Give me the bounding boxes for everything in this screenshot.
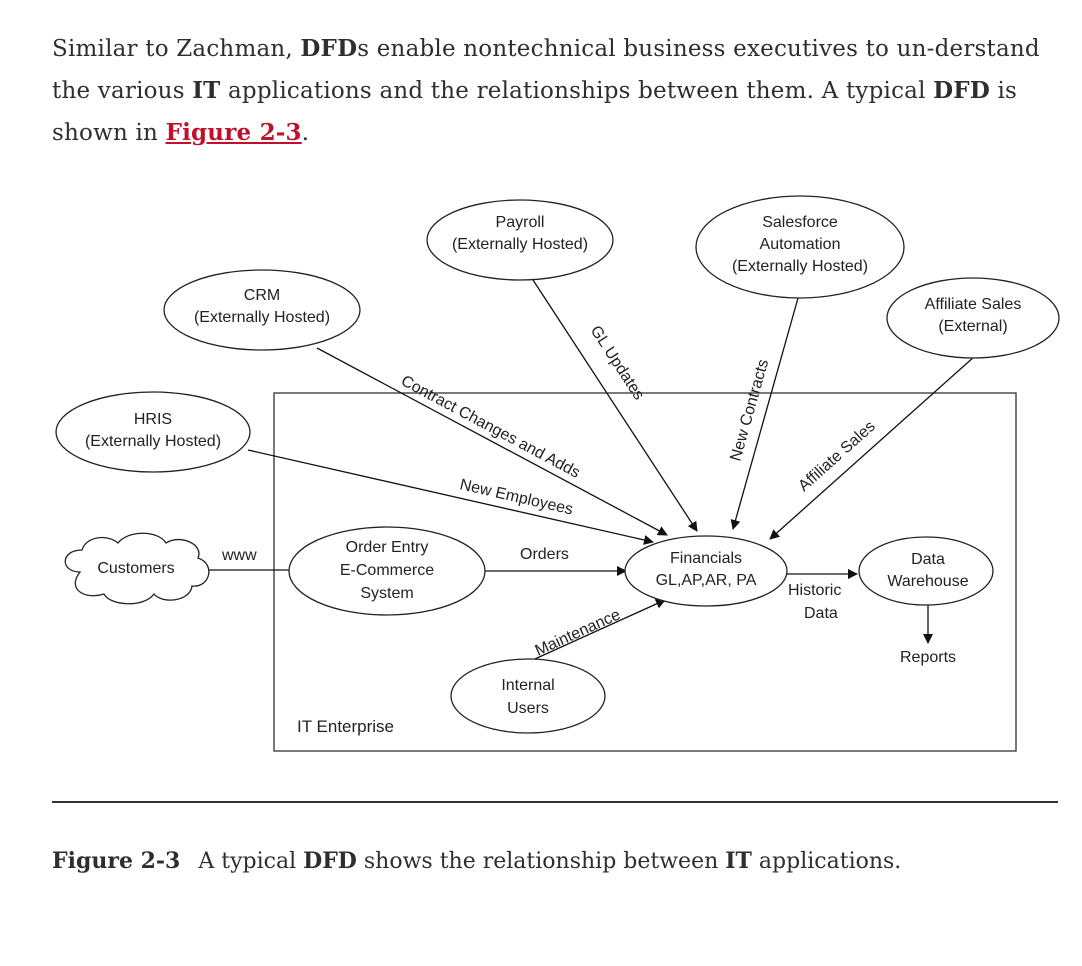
salesforce-label-3: (Externally Hosted) — [732, 258, 868, 275]
it-enterprise-boundary — [273, 392, 1017, 752]
historic-label-2: Data — [804, 605, 838, 622]
node-affiliate-sales — [886, 277, 1060, 359]
node-payroll — [426, 199, 614, 281]
salesforce-label-2: Automation — [760, 236, 841, 253]
caption-text: applications. — [751, 849, 902, 874]
gl-updates-label: GL Updates — [587, 323, 648, 403]
affiliate-label-2: (External) — [938, 318, 1007, 335]
historic-label-1: Historic — [788, 582, 841, 599]
order-entry-label-3: System — [360, 585, 413, 602]
node-customers-cloud — [64, 532, 210, 605]
reports-label: Reports — [900, 649, 956, 666]
caption-bold-it: IT — [725, 848, 752, 874]
caption-divider — [52, 801, 1058, 803]
paragraph-text: is shown in — [52, 78, 1018, 146]
hris-label-2: (Externally Hosted) — [85, 433, 221, 450]
paragraph-text: . — [301, 120, 310, 146]
figure-link[interactable]: Figure 2-3 — [165, 119, 302, 146]
affiliate-sales-label: Affiliate Sales — [795, 418, 878, 495]
maintenance-label: Maintenance — [533, 606, 624, 659]
orders-label: Orders — [520, 546, 569, 563]
payroll-label-2: (Externally Hosted) — [452, 236, 588, 253]
data-warehouse-label-2: Warehouse — [887, 573, 968, 590]
hris-label-1: HRIS — [134, 411, 172, 428]
flow-new-employees — [247, 449, 654, 545]
flow-contract-changes — [316, 347, 668, 536]
internal-users-label-1: Internal — [501, 677, 554, 694]
internal-users-label-2: Users — [507, 700, 549, 717]
paragraph-bold-dfd: DFD — [933, 77, 990, 104]
node-internal-users — [450, 658, 606, 734]
figure-number: Figure 2-3 — [52, 848, 181, 874]
paragraph-bold-it: IT — [192, 77, 221, 104]
new-employees-label: New Employees — [458, 476, 575, 518]
paragraph-text: Similar to Zachman, — [52, 36, 301, 62]
caption-text: shows the relationship between — [356, 849, 726, 874]
paragraph-text: s enable nontechnical business executive… — [52, 36, 1040, 104]
financials-label-1: Financials — [670, 550, 742, 567]
www-label: www — [221, 547, 257, 564]
contract-changes-label: Contract Changes and Adds — [398, 373, 583, 482]
node-crm — [163, 269, 361, 351]
node-hris — [55, 391, 251, 473]
figure-caption: Figure 2-3 A typical DFD shows the relati… — [52, 845, 901, 878]
crm-label-2: (Externally Hosted) — [194, 309, 330, 326]
caption-bold-dfd: DFD — [303, 848, 357, 874]
intro-paragraph: Similar to Zachman, DFDs enable nontechn… — [52, 28, 1052, 154]
paragraph-text: applications and the relationships betwe… — [220, 78, 934, 104]
node-data-warehouse — [858, 536, 994, 606]
paragraph-bold-dfd: DFD — [300, 35, 358, 62]
order-entry-label-1: Order Entry — [346, 539, 429, 556]
node-order-entry — [288, 526, 486, 616]
flow-new-contracts — [730, 297, 799, 530]
node-financials — [624, 535, 788, 607]
payroll-label-1: Payroll — [496, 214, 545, 231]
flow-maintenance — [514, 599, 666, 669]
customers-label: Customers — [97, 560, 174, 577]
node-salesforce — [695, 195, 905, 299]
data-warehouse-label-1: Data — [911, 551, 945, 568]
salesforce-label-1: Salesforce — [762, 214, 838, 231]
flow-affiliate-sales — [769, 355, 976, 540]
affiliate-label-1: Affiliate Sales — [925, 296, 1022, 313]
crm-label-1: CRM — [244, 287, 280, 304]
caption-text: A typical — [198, 849, 304, 874]
order-entry-label-2: E-Commerce — [340, 562, 434, 579]
new-contracts-label: New Contracts — [727, 357, 772, 463]
flow-gl-updates — [532, 279, 698, 532]
it-enterprise-label: IT Enterprise — [297, 717, 394, 736]
financials-label-2: GL,AP,AR, PA — [656, 572, 757, 589]
